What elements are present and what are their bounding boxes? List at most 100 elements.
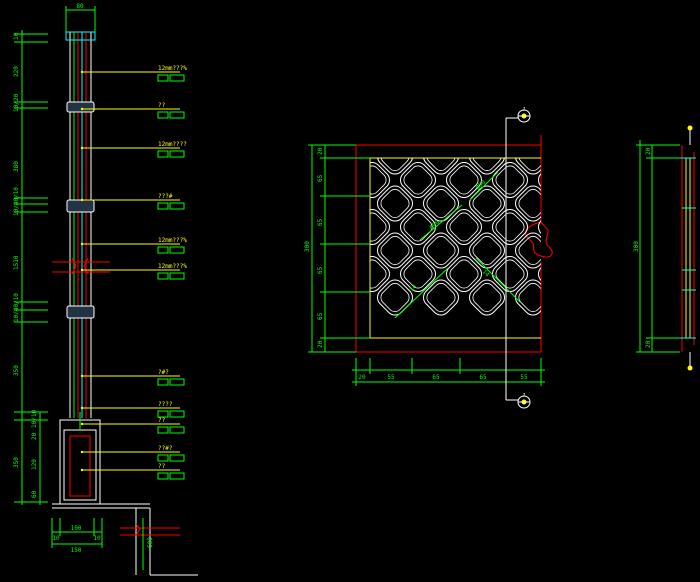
dim-label: 220 [13, 66, 20, 77]
panel-break-shape [525, 221, 553, 258]
callout: 12mm???% [80, 65, 187, 82]
callout-box [157, 246, 169, 254]
top-width-dimension [65, 6, 96, 32]
dim-label: 120 [31, 459, 38, 470]
elevation-view: 80 10 220 10/20 380 10/40/10 1510 10/40 [13, 3, 198, 576]
lattice-cell [469, 232, 505, 269]
lattice-cell [515, 158, 541, 175]
dim-label: 20 [645, 340, 652, 348]
lattice-cell [515, 185, 541, 222]
dim-label: 150 [71, 547, 82, 554]
dim-label: 10/10 [31, 410, 38, 428]
callout: 12mm???% [80, 237, 187, 254]
lattice-cell [305, 159, 347, 201]
section-marker-icon [687, 365, 693, 371]
glass-fixing-clamp [66, 101, 95, 319]
dim-label: 65 [317, 312, 324, 320]
callout: ???? [80, 401, 185, 418]
lattice-cell [328, 135, 370, 177]
side-dimensions [636, 140, 680, 353]
lattice-cell [515, 232, 541, 269]
lattice-cell [558, 229, 600, 271]
callout-box [169, 74, 185, 82]
dim-label: 20 [358, 374, 366, 381]
lattice-cell [328, 276, 370, 318]
callout-box [157, 426, 169, 434]
callout: ?? [80, 102, 185, 119]
lattice-cell [581, 206, 623, 248]
lattice-cell [492, 256, 528, 292]
callout-box [157, 150, 169, 158]
dim-label: 65 [317, 174, 324, 182]
callout-box [169, 272, 185, 280]
lattice-cell [377, 185, 413, 222]
callout-box [157, 272, 169, 280]
lattice-cell [370, 256, 390, 292]
section-marker-label: ? [522, 107, 525, 113]
callout-label: 12mm???% [158, 237, 187, 244]
callout-label: ?? [158, 102, 166, 109]
callout: 12mm???? [80, 141, 187, 158]
lattice-cell [370, 209, 390, 245]
lattice-cell [492, 162, 528, 198]
lattice-cell [515, 279, 541, 316]
dim-label: 10 [93, 535, 101, 542]
lattice-cell [446, 162, 482, 198]
lattice-cell [328, 182, 370, 224]
lattice-cell [469, 279, 505, 316]
lattice-cell [558, 182, 600, 224]
callout: ?? [80, 417, 185, 434]
callout-label: ???# [158, 193, 173, 200]
callout-label: ???? [158, 401, 173, 408]
dim-label: 20 [317, 340, 324, 348]
lattice-cell [469, 185, 505, 222]
dim-label: 350 [13, 457, 20, 468]
lattice-pattern [305, 135, 623, 318]
lattice-cell [492, 209, 528, 245]
callout-box [169, 202, 185, 210]
base-side-dim-label: 600 [147, 537, 154, 548]
section-marker-label: ? [522, 393, 525, 399]
dim-label: 10 [52, 535, 60, 542]
lattice-cell [305, 206, 347, 248]
callout: 12mm???% [80, 263, 187, 280]
dim-label: 350 [13, 365, 20, 376]
dim-label: 20 [645, 147, 652, 155]
diagonal-dimensions [394, 171, 521, 319]
lattice-cell [423, 232, 459, 269]
dim-label: 10 [13, 32, 20, 40]
top-width-label: 80 [76, 3, 84, 10]
break-line [52, 257, 110, 275]
dim-label: 60 [31, 490, 38, 498]
callout-box [169, 426, 185, 434]
callout-label: 12mm???% [158, 65, 187, 72]
section-marker-top: ? [517, 107, 531, 123]
callout-label: ?#? [158, 369, 169, 376]
lattice-cell [305, 253, 347, 295]
dim-label: 10/40/10 [13, 187, 20, 216]
section-marker-icon [687, 125, 693, 131]
left-dimension-chain [14, 30, 48, 505]
callout-box [157, 454, 169, 462]
left-dimension-labels: 10 220 10/20 380 10/40/10 1510 10/40/10 … [13, 32, 38, 498]
lattice-cell [370, 162, 390, 198]
lattice-cell [581, 253, 623, 295]
callout-box [157, 410, 169, 418]
dim-label: 380 [13, 161, 20, 172]
callout-box [157, 202, 169, 210]
callout: ?? [80, 463, 185, 480]
callout-box [169, 454, 185, 462]
dim-label: 65 [479, 374, 487, 381]
callout-box [169, 150, 185, 158]
callout-label: ??#? [158, 445, 173, 452]
callout: ?#? [80, 369, 185, 386]
callout-label: 12mm???? [158, 141, 187, 148]
lattice-cell [377, 232, 413, 269]
section-cut-line [505, 117, 518, 401]
dim-label: 20 [317, 147, 324, 155]
lattice-cell [423, 279, 459, 316]
lattice-cell [581, 159, 623, 201]
panel-inner-frame [369, 157, 541, 339]
dim-label: 14 [408, 283, 418, 293]
callout-box [157, 472, 169, 480]
